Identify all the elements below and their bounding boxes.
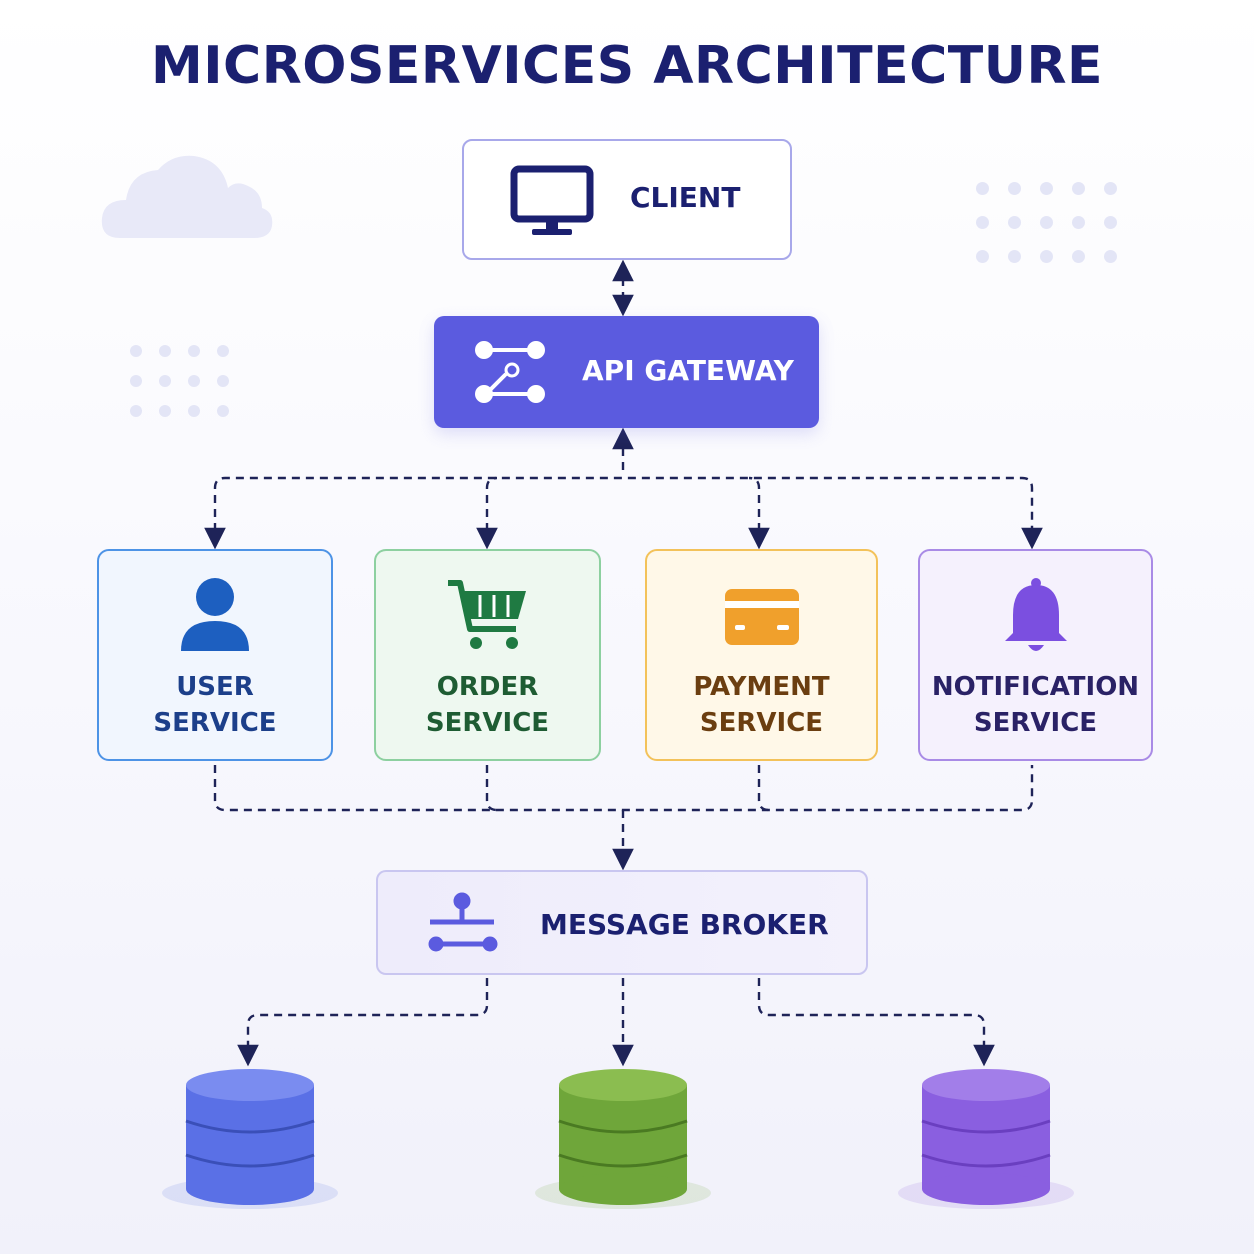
service-label-line1: USER: [176, 672, 254, 702]
bell-icon: [1004, 578, 1067, 651]
notification-service-node[interactable]: NOTIFICATION SERVICE: [918, 549, 1153, 761]
payment-service-node[interactable]: PAYMENT SERVICE: [645, 549, 878, 761]
user-service-node[interactable]: USER SERVICE: [97, 549, 333, 761]
database-icon[interactable]: [896, 1065, 1076, 1215]
service-label-line1: PAYMENT: [693, 672, 830, 702]
service-label-line2: SERVICE: [699, 708, 824, 738]
message-broker-label: MESSAGE BROKER: [540, 908, 829, 941]
api-gateway-label: API GATEWAY: [582, 354, 794, 387]
database-icon[interactable]: [160, 1065, 340, 1215]
service-label-line2: SERVICE: [153, 708, 277, 738]
client-node[interactable]: CLIENT: [462, 139, 792, 260]
service-label-line2: SERVICE: [425, 708, 550, 738]
message-broker-node[interactable]: MESSAGE BROKER: [376, 870, 868, 975]
routing-nodes-icon: [475, 341, 545, 403]
cloud-decoration: [101, 155, 273, 238]
service-label: ORDER SERVICE: [376, 669, 599, 741]
client-label: CLIENT: [630, 181, 741, 214]
order-service-node[interactable]: ORDER SERVICE: [374, 549, 601, 761]
service-label: USER SERVICE: [99, 669, 331, 741]
service-label: NOTIFICATION SERVICE: [920, 669, 1151, 741]
page-title: MICROSERVICES ARCHITECTURE: [150, 36, 1104, 96]
user-icon: [181, 578, 249, 651]
service-label-line1: ORDER: [436, 672, 539, 702]
credit-card-icon: [724, 589, 799, 645]
dot-grid-decoration: [130, 345, 230, 417]
dot-grid-decoration: [976, 182, 1118, 263]
service-label: PAYMENT SERVICE: [647, 669, 876, 741]
service-label-line2: SERVICE: [973, 708, 1098, 738]
shopping-cart-icon: [447, 580, 526, 649]
api-gateway-node[interactable]: API GATEWAY: [434, 316, 819, 428]
database-icon[interactable]: [533, 1065, 713, 1215]
message-queue-icon: [428, 892, 498, 952]
service-label-line1: NOTIFICATION: [931, 672, 1140, 702]
monitor-icon: [510, 165, 594, 235]
